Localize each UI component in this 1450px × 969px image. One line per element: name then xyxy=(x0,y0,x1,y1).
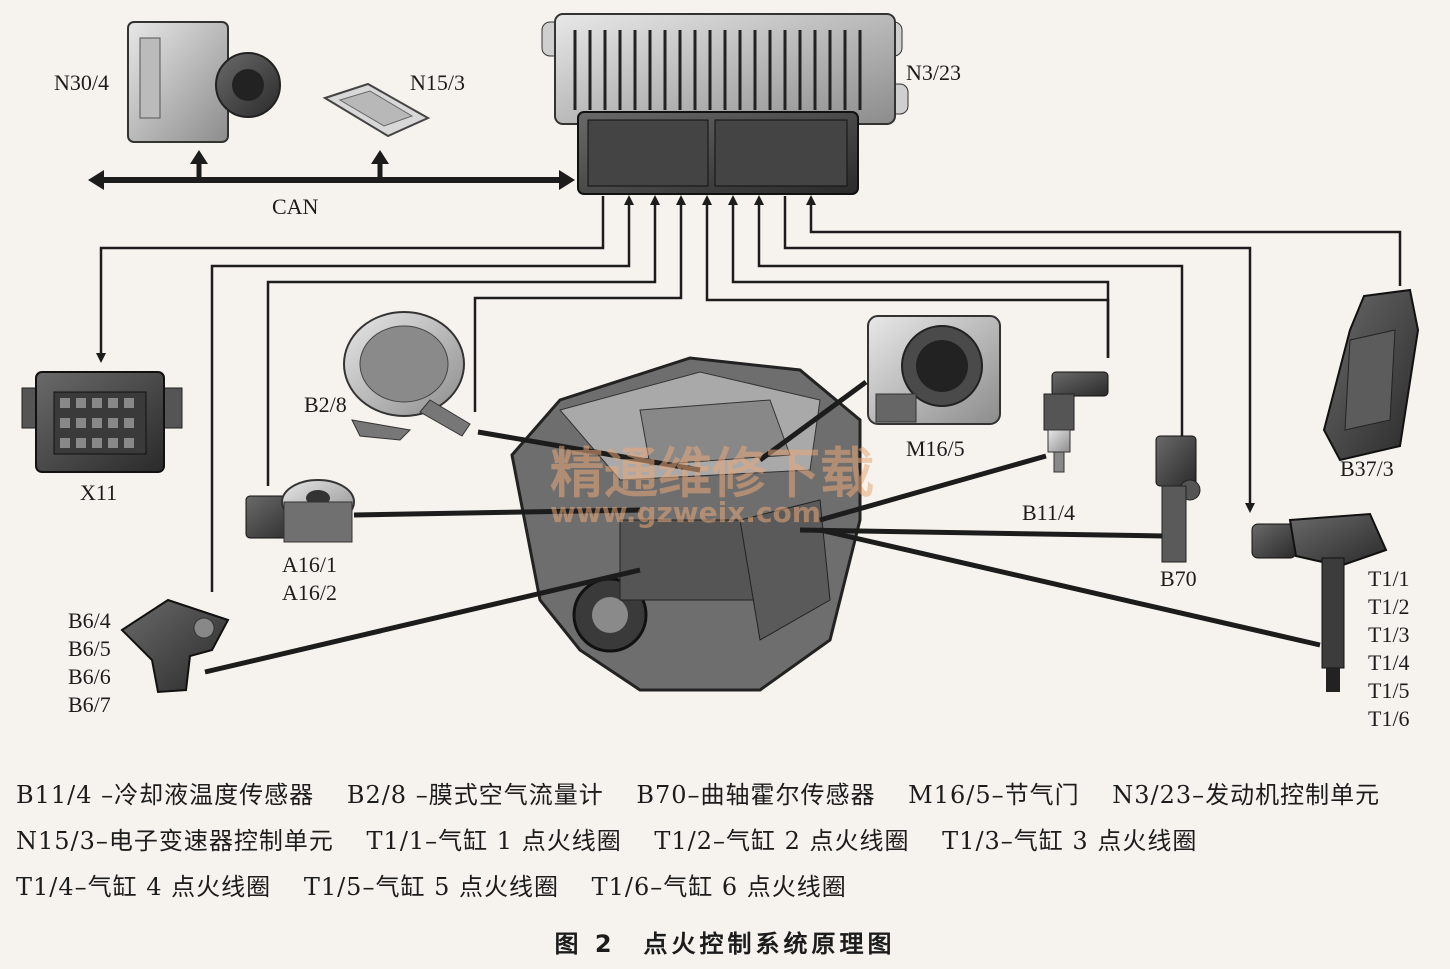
legend-item: M16/5–节气门 xyxy=(908,781,1080,809)
watermark-line1: 精通维修下载 xyxy=(550,442,874,505)
legend-item: N15/3–电子变速器控制单元 xyxy=(16,827,334,855)
ignition-system-diagram: N3/23 N30/4 N15/3 CAN xyxy=(21,13,1420,731)
air-mass-meter-b2-8-image xyxy=(343,311,471,441)
legend-item: T1/4–气缸 4 点火线圈 xyxy=(16,873,272,901)
connector-x11-image xyxy=(21,371,183,473)
component-pointers xyxy=(204,379,1321,675)
label-b11-4: B11/4 xyxy=(1022,500,1075,525)
legend-item: B2/8 –膜式空气流量计 xyxy=(346,781,604,809)
label-t1-6: T1/6 xyxy=(1368,706,1410,731)
label-b6-4: B6/4 xyxy=(68,608,111,633)
label-t1-5: T1/5 xyxy=(1368,678,1410,703)
watermark-line2: www.gzweix.com xyxy=(550,496,821,529)
module-n15-3-image xyxy=(322,82,431,138)
label-t1-4: T1/4 xyxy=(1368,650,1410,675)
can-bus xyxy=(88,150,575,190)
label-m16-5: M16/5 xyxy=(906,436,965,461)
legend-item: N3/23–发动机控制单元 xyxy=(1112,781,1381,809)
pedal-b37-3-image xyxy=(1322,288,1420,462)
label-t1-2: T1/2 xyxy=(1368,594,1410,619)
legend-item: T1/6–气缸 6 点火线圈 xyxy=(591,873,847,901)
signal-lines xyxy=(96,195,1402,592)
module-n30-4-image xyxy=(127,21,281,143)
figure-title: 图 2 点火控制系统原理图 xyxy=(554,930,896,958)
label-b6-7: B6/7 xyxy=(68,692,111,717)
label-n30-4: N30/4 xyxy=(54,70,109,95)
legend-item: T1/5–气缸 5 点火线圈 xyxy=(303,873,559,901)
label-n3-23: N3/23 xyxy=(906,60,961,85)
legend-item: T1/3–气缸 3 点火线圈 xyxy=(942,827,1198,855)
label-x11: X11 xyxy=(80,480,117,505)
label-a16-2: A16/2 xyxy=(282,580,337,605)
label-b6-6: B6/6 xyxy=(68,664,111,689)
legend: B11/4 –冷却液温度传感器 B2/8 –膜式空气流量计 B70–曲轴霍尔传感… xyxy=(16,772,1436,910)
legend-item: T1/1–气缸 1 点火线圈 xyxy=(366,827,622,855)
knock-sensor-a16-image xyxy=(245,479,355,543)
coolant-sensor-b11-4-image xyxy=(1043,371,1109,473)
label-a16-1: A16/1 xyxy=(282,552,337,577)
label-b70: B70 xyxy=(1160,566,1197,591)
label-b2-8: B2/8 xyxy=(304,392,347,417)
legend-item: T1/2–气缸 2 点火线圈 xyxy=(654,827,910,855)
label-b37-3: B37/3 xyxy=(1340,456,1394,481)
label-n15-3: N15/3 xyxy=(410,70,465,95)
label-t1-1: T1/1 xyxy=(1368,566,1410,591)
label-t1-3: T1/3 xyxy=(1368,622,1410,647)
crank-sensor-b70-image xyxy=(1155,435,1201,563)
camshaft-sensor-b6-image xyxy=(120,598,230,694)
throttle-m16-5-image xyxy=(867,315,1001,425)
legend-item: B11/4 –冷却液温度传感器 xyxy=(16,781,315,809)
ignition-coil-t1-image xyxy=(1251,512,1388,692)
label-b6-5: B6/5 xyxy=(68,636,111,661)
engine-image xyxy=(510,356,862,692)
label-can: CAN xyxy=(272,194,319,219)
ecu-n3-23-image xyxy=(541,13,909,195)
legend-item: B70–曲轴霍尔传感器 xyxy=(636,781,876,809)
